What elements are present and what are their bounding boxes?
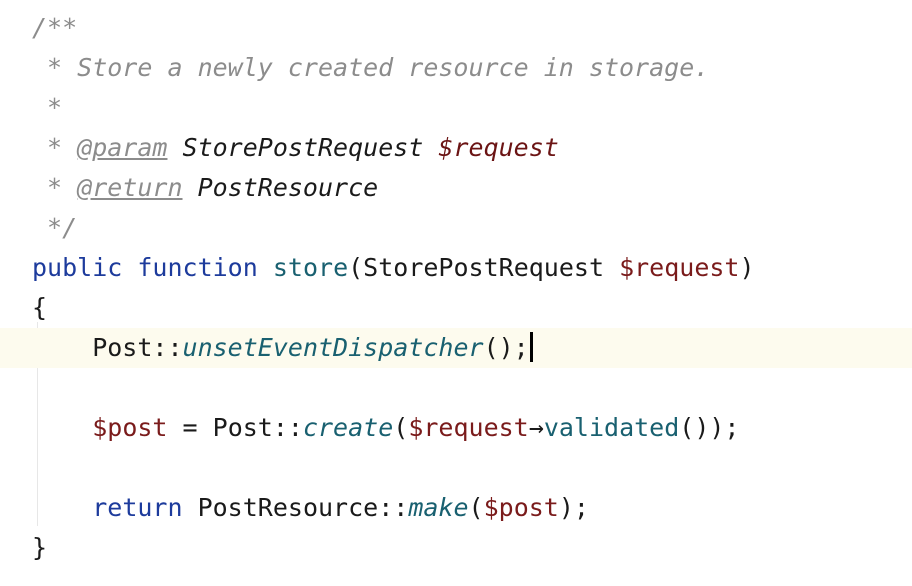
code-token (258, 253, 273, 282)
code-token: return (92, 493, 183, 522)
code-line[interactable] (0, 448, 912, 488)
indent-guide (37, 322, 38, 526)
code-token: ) (739, 253, 755, 282)
code-token: unsetEventDispatcher (182, 333, 484, 362)
code-line-content: return PostResource::make($post); (32, 488, 589, 528)
code-line[interactable]: } (0, 528, 912, 568)
code-line[interactable]: * @return PostResource (0, 168, 912, 208)
code-line[interactable]: */ (0, 208, 912, 248)
code-token: @return (77, 173, 183, 202)
code-token: PostResource (197, 173, 379, 202)
code-token: } (32, 533, 48, 562)
code-line-content: */ (32, 208, 77, 248)
code-token: */ (32, 213, 78, 242)
code-token: :: (152, 333, 183, 362)
code-token: :: (272, 413, 303, 442)
code-token: store (272, 253, 349, 282)
code-token: = Post (167, 413, 273, 442)
code-token: → (528, 413, 544, 442)
code-token: ( (393, 413, 409, 442)
code-token: function (137, 253, 258, 282)
code-line[interactable]: $post = Post::create($request→validated(… (0, 408, 912, 448)
code-line[interactable]: * @param StorePostRequest $request (0, 128, 912, 168)
code-token: PostResource (182, 493, 379, 522)
code-token: /** (32, 13, 78, 42)
code-token: ); (558, 493, 589, 522)
code-token: (StorePostRequest (348, 253, 620, 282)
text-cursor (529, 332, 533, 362)
code-token (32, 413, 92, 442)
code-token (423, 133, 438, 162)
code-line[interactable]: { (0, 288, 912, 328)
code-token (32, 493, 92, 522)
code-token: $post (483, 493, 559, 522)
code-token: Post (32, 333, 153, 362)
code-line-content: public function store(StorePostRequest $… (32, 248, 755, 288)
code-token: * (32, 93, 63, 122)
code-token: validated (543, 413, 680, 442)
code-token: create (302, 413, 394, 442)
code-token: * (32, 173, 78, 202)
code-token: * Store a newly created resource in stor… (32, 53, 710, 82)
code-token: make (408, 493, 469, 522)
code-token: public (32, 253, 123, 282)
code-token: { (32, 293, 48, 322)
code-token (167, 133, 182, 162)
code-line[interactable]: public function store(StorePostRequest $… (0, 248, 912, 288)
code-token: StorePostRequest (182, 133, 424, 162)
code-line-content: * @param StorePostRequest $request (32, 128, 559, 168)
code-token (122, 253, 137, 282)
code-token: $request (619, 253, 740, 282)
code-token: $request (408, 413, 529, 442)
code-line[interactable]: /** (0, 8, 912, 48)
code-token: @param (77, 133, 168, 162)
code-line-content: /** (32, 8, 77, 48)
code-line[interactable]: * Store a newly created resource in stor… (0, 48, 912, 88)
code-token: $request (438, 133, 559, 162)
code-token: (); (483, 333, 529, 362)
code-line[interactable] (0, 368, 912, 408)
code-line[interactable]: * (0, 88, 912, 128)
code-line[interactable]: Post::unsetEventDispatcher(); (0, 328, 912, 368)
code-token (183, 173, 198, 202)
code-token: ()); (679, 413, 740, 442)
code-token: :: (378, 493, 409, 522)
code-line-content: Post::unsetEventDispatcher(); (32, 328, 533, 368)
code-line-content: * @return PostResource (32, 168, 378, 208)
code-line[interactable]: return PostResource::make($post); (0, 488, 912, 528)
code-line-content: * (32, 88, 62, 128)
code-line-content: $post = Post::create($request→validated(… (32, 408, 740, 448)
code-token: * (32, 133, 78, 162)
code-line-content: } (32, 528, 47, 568)
code-line-content: { (32, 288, 47, 328)
code-line-content: * Store a newly created resource in stor… (32, 48, 709, 88)
code-token: $post (92, 413, 168, 442)
code-token: ( (468, 493, 484, 522)
